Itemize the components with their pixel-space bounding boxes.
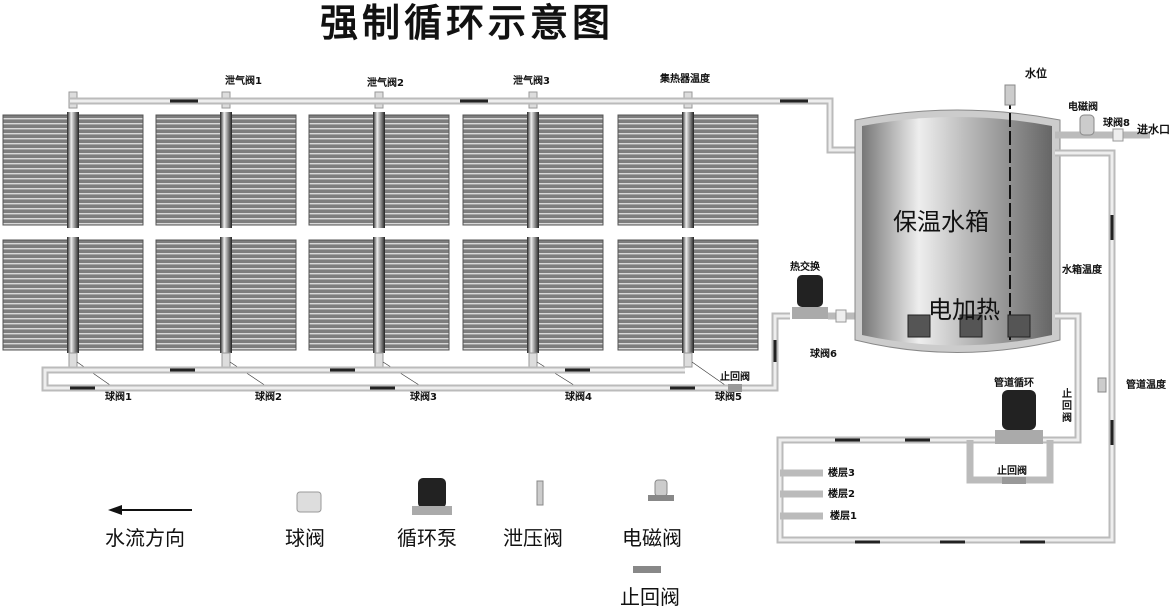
flow-arrows-loop xyxy=(835,215,1114,544)
ball-valve-icon xyxy=(374,352,384,368)
check-valve-v-3: 阀 xyxy=(1062,411,1072,424)
flow-direction-icon xyxy=(108,505,122,515)
check-valve-label: 止回阀 xyxy=(720,370,750,383)
check-valve-legend-icon xyxy=(633,566,661,573)
collector-header xyxy=(682,237,694,353)
solenoid-valve-label: 电磁阀 xyxy=(1068,100,1098,113)
ball-valve-8-label: 球阀8 xyxy=(1103,116,1130,129)
pump-legend-icon xyxy=(418,478,446,508)
ball-valve-3-label: 球阀3 xyxy=(410,390,437,403)
ball-valve-2-label: 球阀2 xyxy=(255,390,282,403)
insulated-water-tank xyxy=(854,84,1061,353)
ball-valve-icon xyxy=(683,352,693,368)
collector-header xyxy=(220,112,232,228)
collector-header xyxy=(67,112,79,228)
check-valve-v-1: 止 xyxy=(1062,387,1072,400)
bypass-check-valve-icon xyxy=(1002,477,1026,484)
collector-temp-label: 集热器温度 xyxy=(659,72,711,85)
legend-check-label: 止回阀 xyxy=(620,585,680,609)
floor-2-label: 楼层2 xyxy=(828,487,855,500)
solar-collector-array xyxy=(2,91,759,393)
legend-solenoid-label: 电磁阀 xyxy=(622,526,682,550)
collector-header xyxy=(527,237,539,353)
tank-label: 保温水箱 xyxy=(893,208,989,236)
legend: 水流方向 球阀 循环泵 泄压阀 电磁阀 止回阀 xyxy=(105,478,682,609)
water-level-label: 水位 xyxy=(1025,66,1047,80)
ball-valve-legend-icon xyxy=(296,491,322,513)
ball-valve-8-icon xyxy=(1112,128,1124,142)
legend-ball-valve-label: 球阀 xyxy=(285,526,325,550)
solenoid-legend-icon xyxy=(654,479,668,497)
pipe-temp-sensor-icon xyxy=(1097,377,1107,393)
heat-exchange-label: 热交换 xyxy=(790,260,821,273)
bypass-check-valve-label: 止回阀 xyxy=(997,464,1027,477)
ball-valve-5-label: 球阀5 xyxy=(715,390,742,403)
collector-header xyxy=(527,112,539,228)
ball-valve-1-label: 球阀1 xyxy=(105,390,132,403)
collector-header xyxy=(373,237,385,353)
collector-header xyxy=(220,237,232,353)
solenoid-valve-icon xyxy=(1079,114,1095,136)
collector-header xyxy=(373,112,385,228)
flow-arrows-bottom xyxy=(70,340,777,390)
ball-valve-6-label: 球阀6 xyxy=(810,347,837,360)
pipe-circulation-pump-icon xyxy=(995,390,1043,444)
electric-heater-label: 电加热 xyxy=(928,296,1000,324)
relief-valve-legend-icon xyxy=(536,480,544,506)
vent-valve-3-label: 泄气阀3 xyxy=(513,74,550,87)
legend-relief-label: 泄压阀 xyxy=(503,526,563,550)
vent-valve-1-label: 泄气阀1 xyxy=(225,74,262,87)
ball-valve-icon xyxy=(68,352,78,368)
pipe-pump-label: 管道循环 xyxy=(994,376,1034,389)
floor-3-label: 楼层3 xyxy=(828,466,855,479)
check-valve-icon xyxy=(728,384,742,392)
floor-1-label: 楼层1 xyxy=(830,509,857,522)
legend-pump-label: 循环泵 xyxy=(397,526,457,550)
collector-header xyxy=(682,112,694,228)
ball-valve-6-icon xyxy=(835,309,847,323)
diagram-title: 强制循环示意图 xyxy=(320,0,614,45)
ball-valve-icon xyxy=(221,352,231,368)
heat-exchange-pump-icon xyxy=(792,275,828,319)
ball-valve-icon xyxy=(528,352,538,368)
check-valve-v-2: 回 xyxy=(1062,400,1072,412)
legend-flow-label: 水流方向 xyxy=(105,526,185,550)
collector-header xyxy=(67,237,79,353)
pipe-temp-label: 管道温度 xyxy=(1126,378,1167,391)
water-inlet-label: 进水口 xyxy=(1137,122,1170,136)
tank-temp-label: 水箱温度 xyxy=(1061,263,1103,276)
ball-valve-4-label: 球阀4 xyxy=(565,390,592,403)
vent-valve-2-label: 泄气阀2 xyxy=(367,76,404,89)
